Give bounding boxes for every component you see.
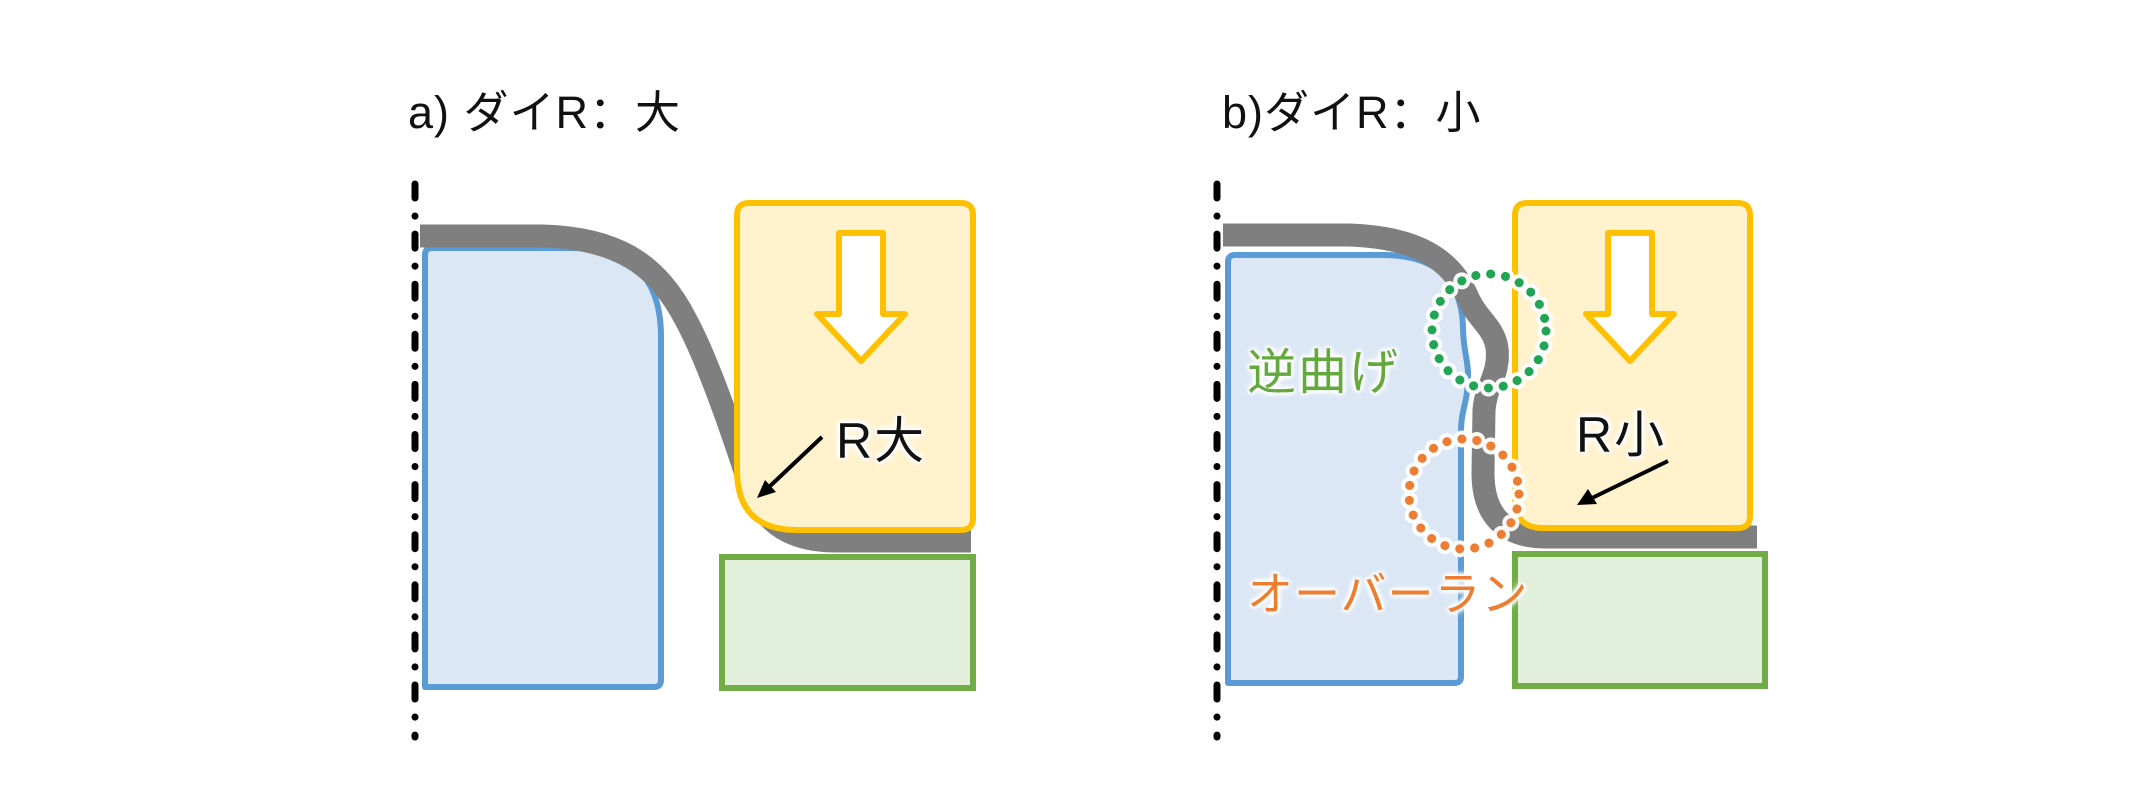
sheet-metal-b: [1223, 223, 1757, 549]
press-down-arrow-icon-a: [814, 230, 908, 364]
punch-shape-b: [1225, 252, 1472, 686]
overrun-label: オーバーラン: [1247, 568, 1529, 620]
panel-b-shapes: [1213, 180, 1768, 741]
punch-shape-a: [422, 245, 664, 690]
reverse-bend-circle-icon: [1423, 265, 1555, 397]
press-down-arrow-icon-b: [1583, 230, 1677, 364]
panel-a-shapes: [411, 180, 976, 741]
radius-large-label: R大: [836, 413, 927, 469]
pad-block-a: [734, 200, 976, 533]
die-block-b: [1512, 551, 1768, 689]
radius-small-label: R小: [1576, 407, 1667, 463]
panel-a-title: a) ダイR：大: [408, 87, 682, 138]
radius-callout-arrow-b: [1577, 459, 1669, 505]
reverse-bend-label: 逆曲げ: [1247, 346, 1401, 400]
overrun-circle-icon: [1400, 430, 1528, 558]
pad-block-b: [1512, 200, 1753, 531]
die-block-a: [719, 554, 976, 691]
radius-callout-arrow-a: [757, 435, 824, 498]
panel-b-title: b)ダイR：小: [1222, 87, 1482, 138]
